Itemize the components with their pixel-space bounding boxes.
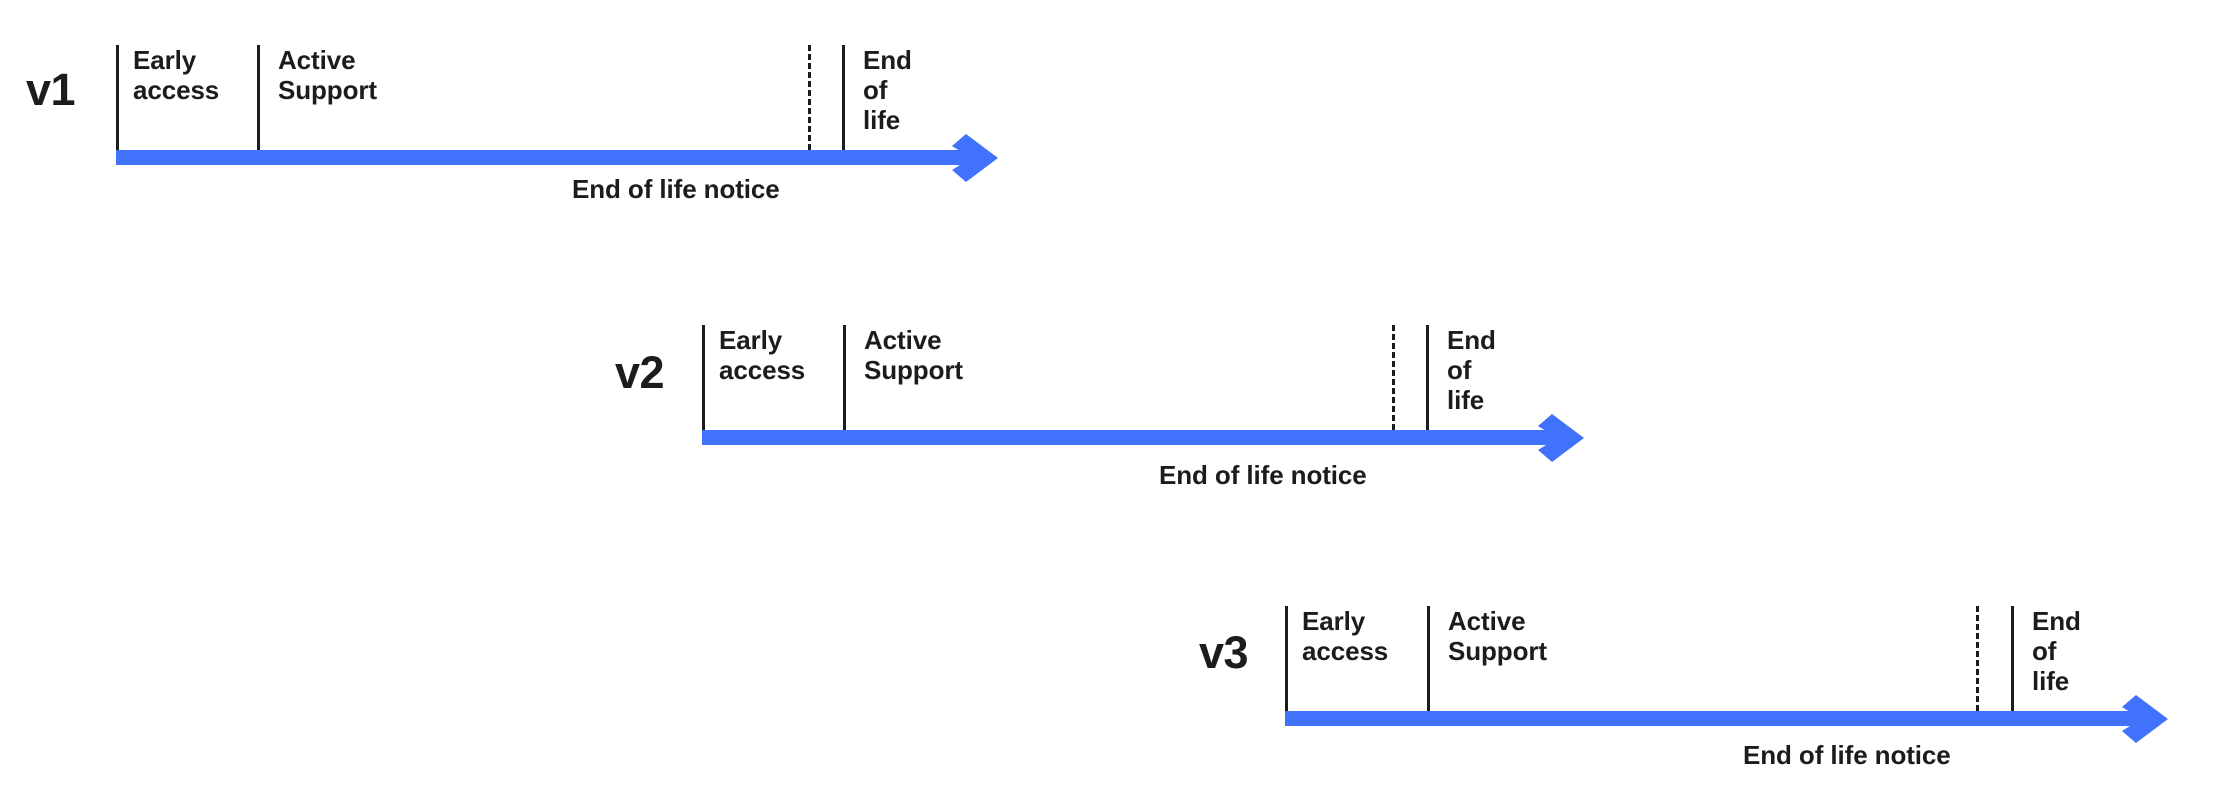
- phase-label-early-access: Early access: [1302, 606, 1389, 667]
- phase-label-end-of-life: End of life: [2032, 606, 2081, 697]
- phase-label-early-access: Early access: [719, 325, 806, 386]
- arrow-right-icon: [1538, 414, 1584, 462]
- divider-early-access-start: [116, 45, 119, 150]
- version-label-v1: v1: [26, 64, 76, 115]
- end-of-life-notice-label: End of life notice: [572, 174, 780, 204]
- phase-label-active-support: Active Support: [1448, 606, 1547, 667]
- divider-early-access-start: [1285, 606, 1288, 711]
- phase-label-active-support: Active Support: [864, 325, 963, 386]
- phase-label-end-of-life: End of life: [863, 45, 912, 136]
- phase-label-active-support: Active Support: [278, 45, 377, 106]
- divider-active-support-start: [257, 45, 260, 150]
- timeline-axis-bar: [1285, 711, 2153, 726]
- divider-active-support-start: [843, 325, 846, 430]
- divider-early-access-start: [702, 325, 705, 430]
- divider-end-of-life-notice-marker: [1976, 606, 1979, 711]
- timeline-axis-bar: [116, 150, 984, 165]
- divider-end-of-life-start: [2011, 606, 2014, 711]
- phase-label-early-access: Early access: [133, 45, 220, 106]
- divider-end-of-life-notice-marker: [1392, 325, 1395, 430]
- divider-end-of-life-start: [1426, 325, 1429, 430]
- timeline-axis-bar: [702, 430, 1570, 445]
- end-of-life-notice-label: End of life notice: [1159, 460, 1367, 490]
- end-of-life-notice-label: End of life notice: [1743, 740, 1951, 770]
- phase-label-end-of-life: End of life: [1447, 325, 1496, 416]
- divider-active-support-start: [1427, 606, 1430, 711]
- version-label-v3: v3: [1199, 627, 1249, 678]
- version-label-v2: v2: [615, 347, 665, 398]
- arrow-right-icon: [952, 134, 998, 182]
- divider-end-of-life-start: [842, 45, 845, 150]
- divider-end-of-life-notice-marker: [808, 45, 811, 150]
- arrow-right-icon: [2122, 695, 2168, 743]
